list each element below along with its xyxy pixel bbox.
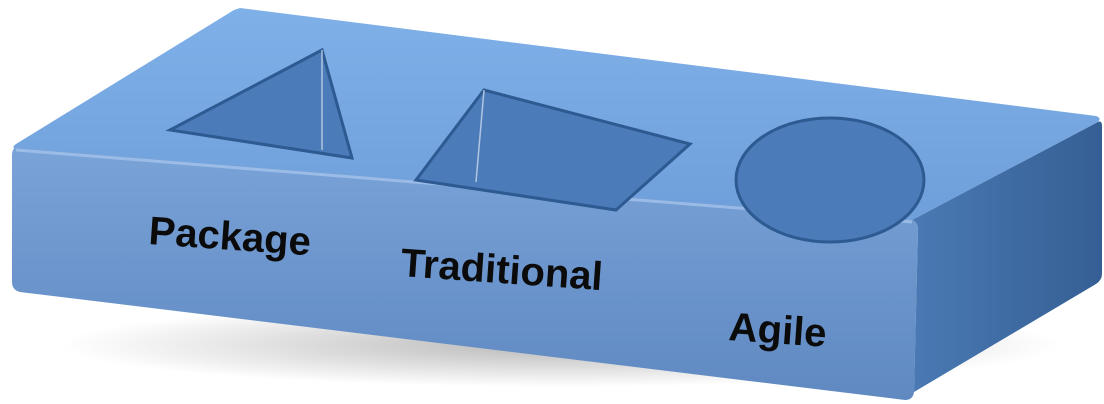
circle-cutout (736, 118, 924, 242)
label-agile: Agile (727, 305, 828, 356)
